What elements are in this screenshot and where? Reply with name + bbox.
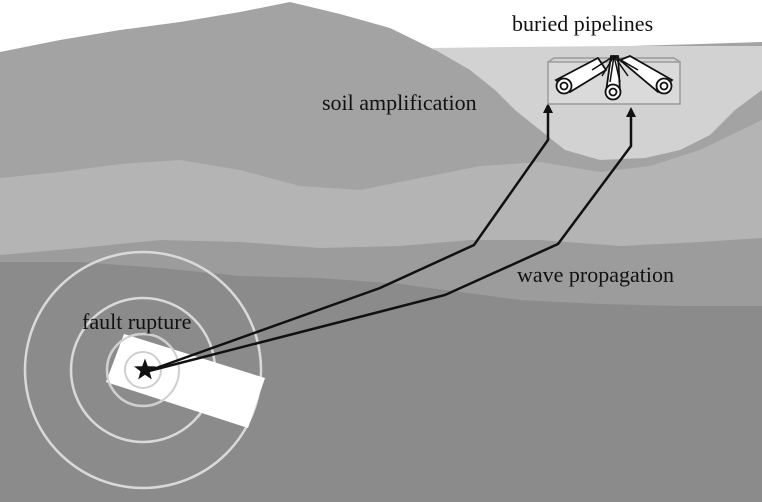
wave-propagation-label: wave propagation <box>517 262 674 287</box>
pipeline-trench-lid <box>547 57 555 63</box>
pipe-line <box>591 55 615 71</box>
pipeline-trench-lid <box>673 57 681 63</box>
pipe-bore <box>559 81 569 91</box>
pipeline-box <box>547 55 681 105</box>
pipe-line <box>601 55 615 77</box>
soil-amplification-label: soil amplification <box>322 90 477 115</box>
wave-rings-inner <box>106 333 180 407</box>
pipe-bore <box>659 81 669 91</box>
pipe-line <box>613 55 629 77</box>
pipe-line <box>613 55 621 83</box>
pipe-line <box>613 55 639 71</box>
pipe-convergence-lines <box>591 55 639 83</box>
bedrock-layer <box>0 262 762 502</box>
pipelines-label: buried pipelines <box>512 11 653 36</box>
wave-ray-left <box>144 103 553 374</box>
pipe-line <box>609 55 615 83</box>
fault-rupture-label: fault rupture <box>82 309 191 334</box>
wave-ring <box>124 351 162 389</box>
wave-ring <box>106 333 180 407</box>
fault-plane <box>106 334 265 428</box>
wave-ring <box>23 250 263 490</box>
star-icon <box>134 358 156 380</box>
wave-ray-right <box>144 107 636 374</box>
pipe-bore <box>608 87 618 97</box>
pipe-cross-section-icon <box>554 55 674 101</box>
